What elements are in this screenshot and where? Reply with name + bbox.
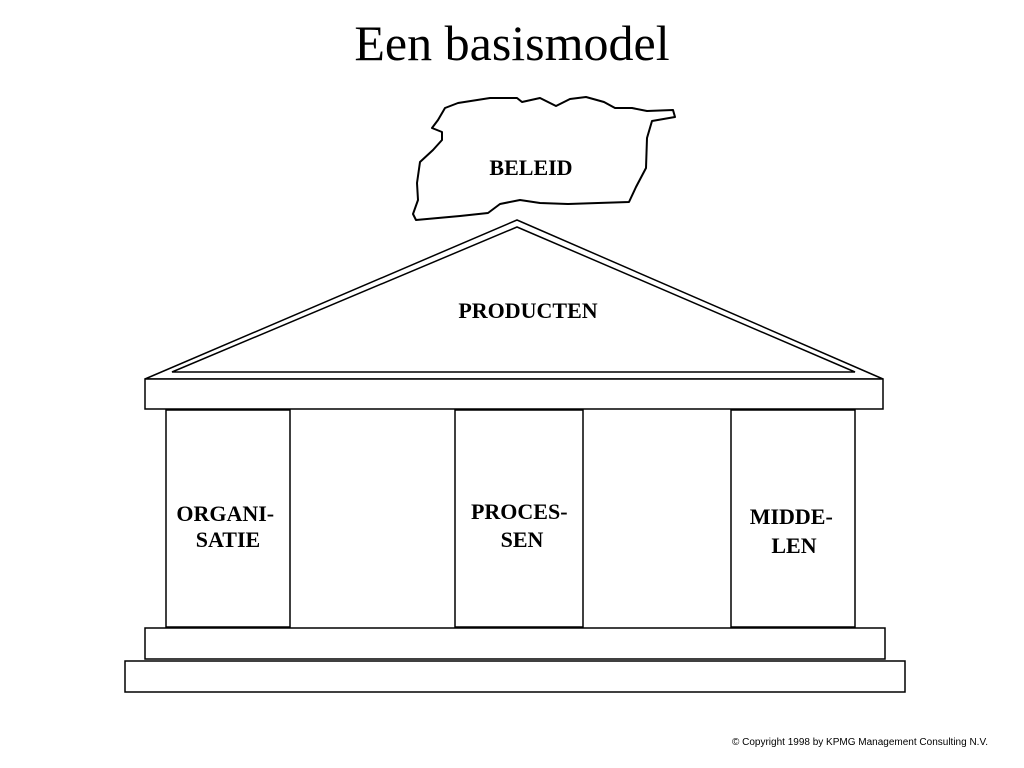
- pillar-processen: [454, 409, 584, 628]
- entablature-beam: [144, 378, 884, 410]
- roof-inner: [171, 226, 856, 373]
- pillar-processen-label: PROCES- SEN: [471, 499, 573, 552]
- base-step-upper: [144, 627, 886, 660]
- beleid-cloud: [412, 96, 676, 221]
- copyright-notice: © Copyright 1998 by KPMG Management Cons…: [731, 737, 988, 748]
- pillar-middelen: [730, 409, 856, 628]
- beleid-label: BELEID: [489, 155, 572, 180]
- base-step-lower: [124, 660, 906, 693]
- producten-label: PRODUCTEN: [458, 298, 597, 323]
- pillar-organisatie-label: ORGANI- SATIE: [176, 501, 279, 552]
- pillar-middelen-label: MIDDE- LEN: [750, 504, 839, 558]
- slide-title: Een basismodel: [354, 15, 670, 71]
- pillar-organisatie: [165, 409, 291, 628]
